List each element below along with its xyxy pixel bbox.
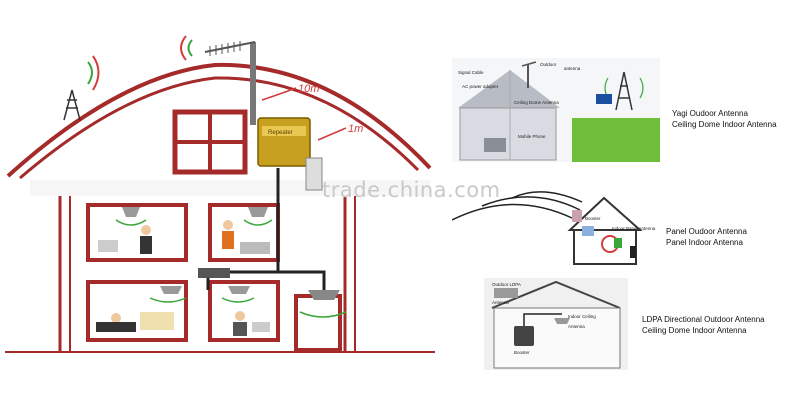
watermark-text: trade.china.com bbox=[322, 178, 501, 202]
house-outline bbox=[491, 280, 621, 309]
svg-text:Antenna: Antenna bbox=[568, 324, 585, 329]
main-house-diagram: 10m 1m Repeater bbox=[5, 35, 435, 353]
panel-caption: Panel Oudoor Antenna Panel Indoor Antenn… bbox=[666, 227, 747, 247]
yagi-installation-diagram: Signal Cable Outdoor antenna AC power ad… bbox=[452, 58, 660, 162]
ldpa-installation-diagram: Outdoor LDPA Antenna Indoor Ceiling Ante… bbox=[484, 278, 628, 370]
roof-inner-line bbox=[19, 76, 420, 180]
power-adapter-icon bbox=[305, 157, 323, 191]
svg-text:Outdoor LDPA: Outdoor LDPA bbox=[492, 282, 521, 287]
panel-installation-diagram: Booster Indoor Panel Antenna bbox=[452, 191, 656, 265]
svg-text:Outdoor: Outdoor bbox=[540, 62, 557, 67]
svg-text:AC power adapter: AC power adapter bbox=[462, 84, 499, 89]
cell-tower-icon bbox=[596, 71, 644, 111]
svg-text:antenna: antenna bbox=[564, 66, 581, 71]
people-illustrations bbox=[96, 220, 270, 336]
roof-outline bbox=[6, 62, 432, 178]
room-side bbox=[294, 294, 342, 352]
booster-icon bbox=[582, 226, 594, 236]
svg-text:Booster: Booster bbox=[585, 216, 601, 221]
phone-icon bbox=[630, 246, 636, 258]
svg-text:Indoor Panel Antenna: Indoor Panel Antenna bbox=[612, 226, 656, 231]
svg-text:Signal Cable: Signal Cable bbox=[458, 70, 484, 75]
ceiling-dome-antenna-icon bbox=[554, 318, 570, 324]
panel-antenna-icon bbox=[572, 210, 582, 222]
yagi-caption: Yagi Oudoor Antenna Ceiling Dome Indoor … bbox=[672, 109, 777, 129]
distance-repeater-label: 1m bbox=[348, 123, 363, 135]
splitter-icon bbox=[198, 268, 230, 278]
ldpa-caption: LDPA Directional Outdoor Antenna Ceiling… bbox=[642, 315, 765, 335]
svg-text:Ceiling Dome Antenna: Ceiling Dome Antenna bbox=[514, 100, 559, 105]
distance-roof-label: 10m bbox=[298, 83, 319, 95]
ceiling-dome-antenna-icon bbox=[115, 207, 347, 318]
svg-text:Booster: Booster bbox=[514, 350, 530, 355]
booster-icon bbox=[514, 326, 534, 346]
repeater-device: Repeater bbox=[257, 117, 311, 167]
yagi-antenna-icon bbox=[180, 35, 256, 125]
svg-text:Repeater: Repeater bbox=[268, 130, 293, 136]
svg-text:Antenna: Antenna bbox=[492, 300, 509, 305]
cell-tower-icon bbox=[63, 55, 100, 121]
svg-text:Mobile Phone: Mobile Phone bbox=[518, 134, 546, 139]
svg-text:Indoor Ceiling: Indoor Ceiling bbox=[568, 314, 596, 319]
ldpa-antenna-icon bbox=[494, 288, 518, 298]
